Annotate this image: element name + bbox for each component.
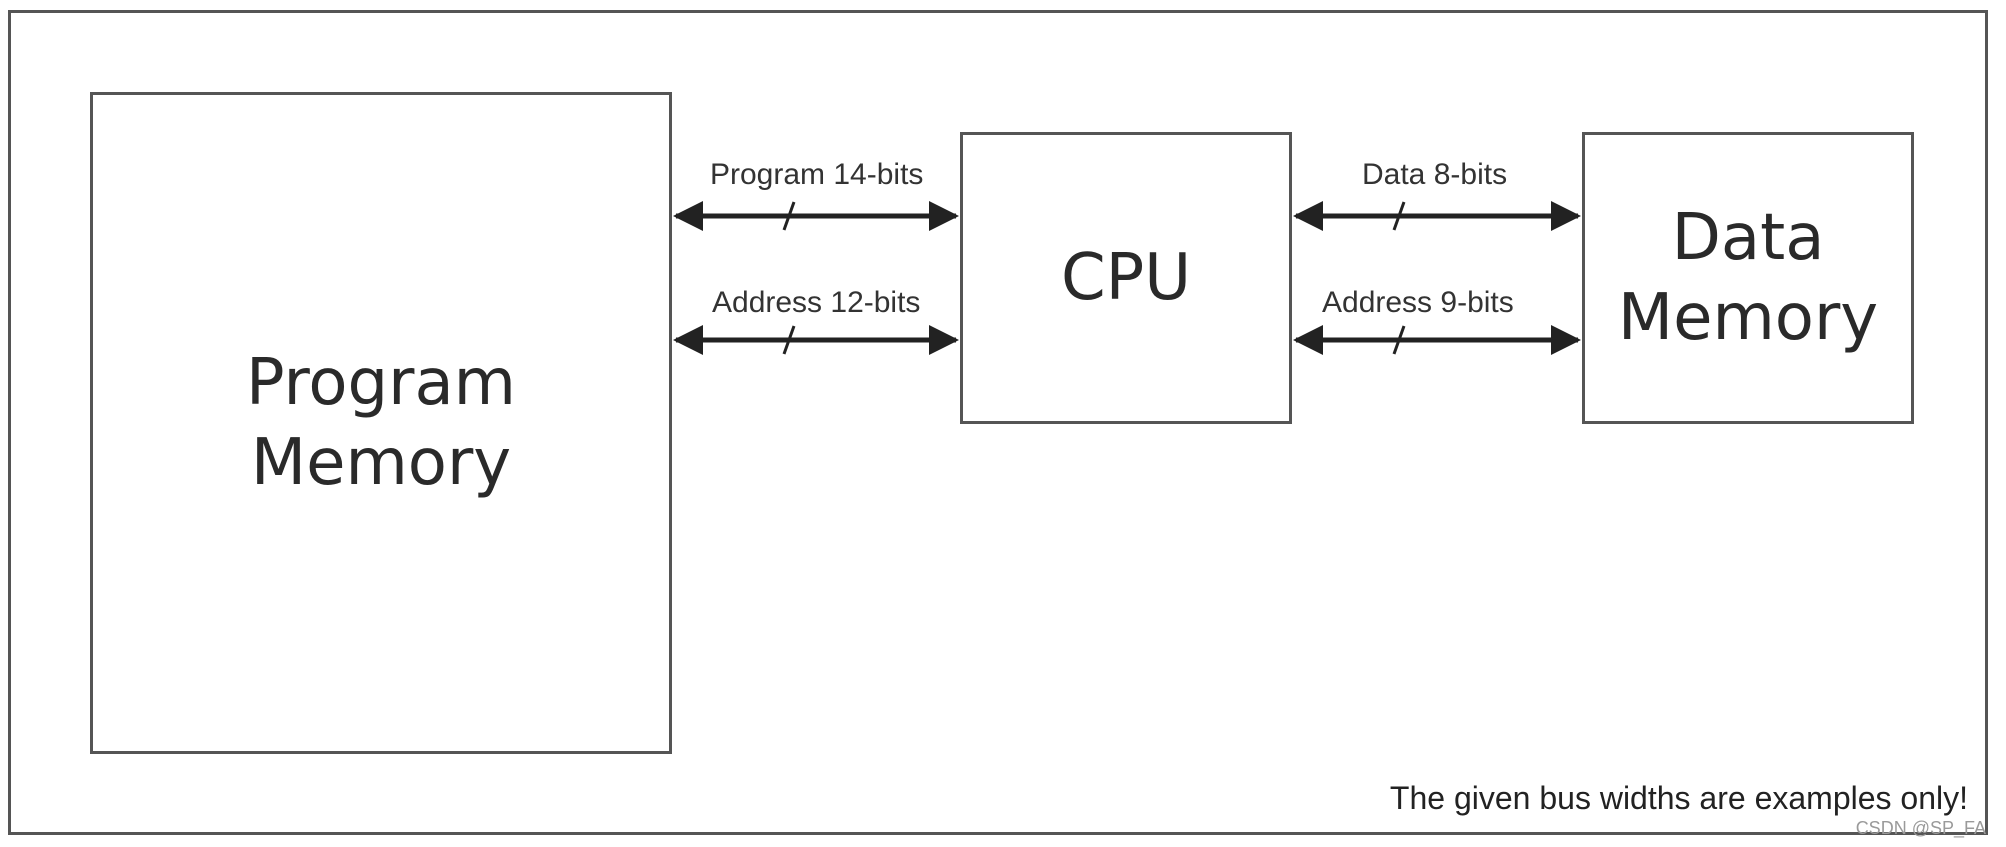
program-bus bbox=[673, 201, 959, 231]
cpu-label: CPU bbox=[1060, 241, 1192, 315]
data-bus bbox=[1293, 201, 1581, 231]
data-memory-block: Data Memory bbox=[1582, 132, 1914, 424]
program-memory-block: Program Memory bbox=[90, 92, 672, 754]
program-memory-label: Program Memory bbox=[245, 346, 517, 500]
address-left-bus bbox=[673, 325, 959, 355]
program-bus-width-tick bbox=[782, 201, 796, 231]
cpu-block: CPU bbox=[960, 132, 1292, 424]
program-bus-label: Program 14-bits bbox=[710, 158, 924, 191]
address-right-bus bbox=[1293, 325, 1581, 355]
watermark: CSDN @SP_FA bbox=[1855, 818, 1986, 838]
data-bus-label: Data 8-bits bbox=[1362, 158, 1508, 191]
address-right-bus-label: Address 9-bits bbox=[1322, 286, 1514, 319]
address-left-bus-label: Address 12-bits bbox=[712, 286, 921, 319]
data-memory-label: Data Memory bbox=[1617, 201, 1879, 355]
bus-width-note: The given bus widths are examples only! bbox=[1389, 780, 1968, 816]
address-right-bus-width-tick bbox=[1392, 325, 1406, 355]
data-bus-width-tick bbox=[1392, 201, 1406, 231]
address-left-bus-width-tick bbox=[782, 325, 796, 355]
